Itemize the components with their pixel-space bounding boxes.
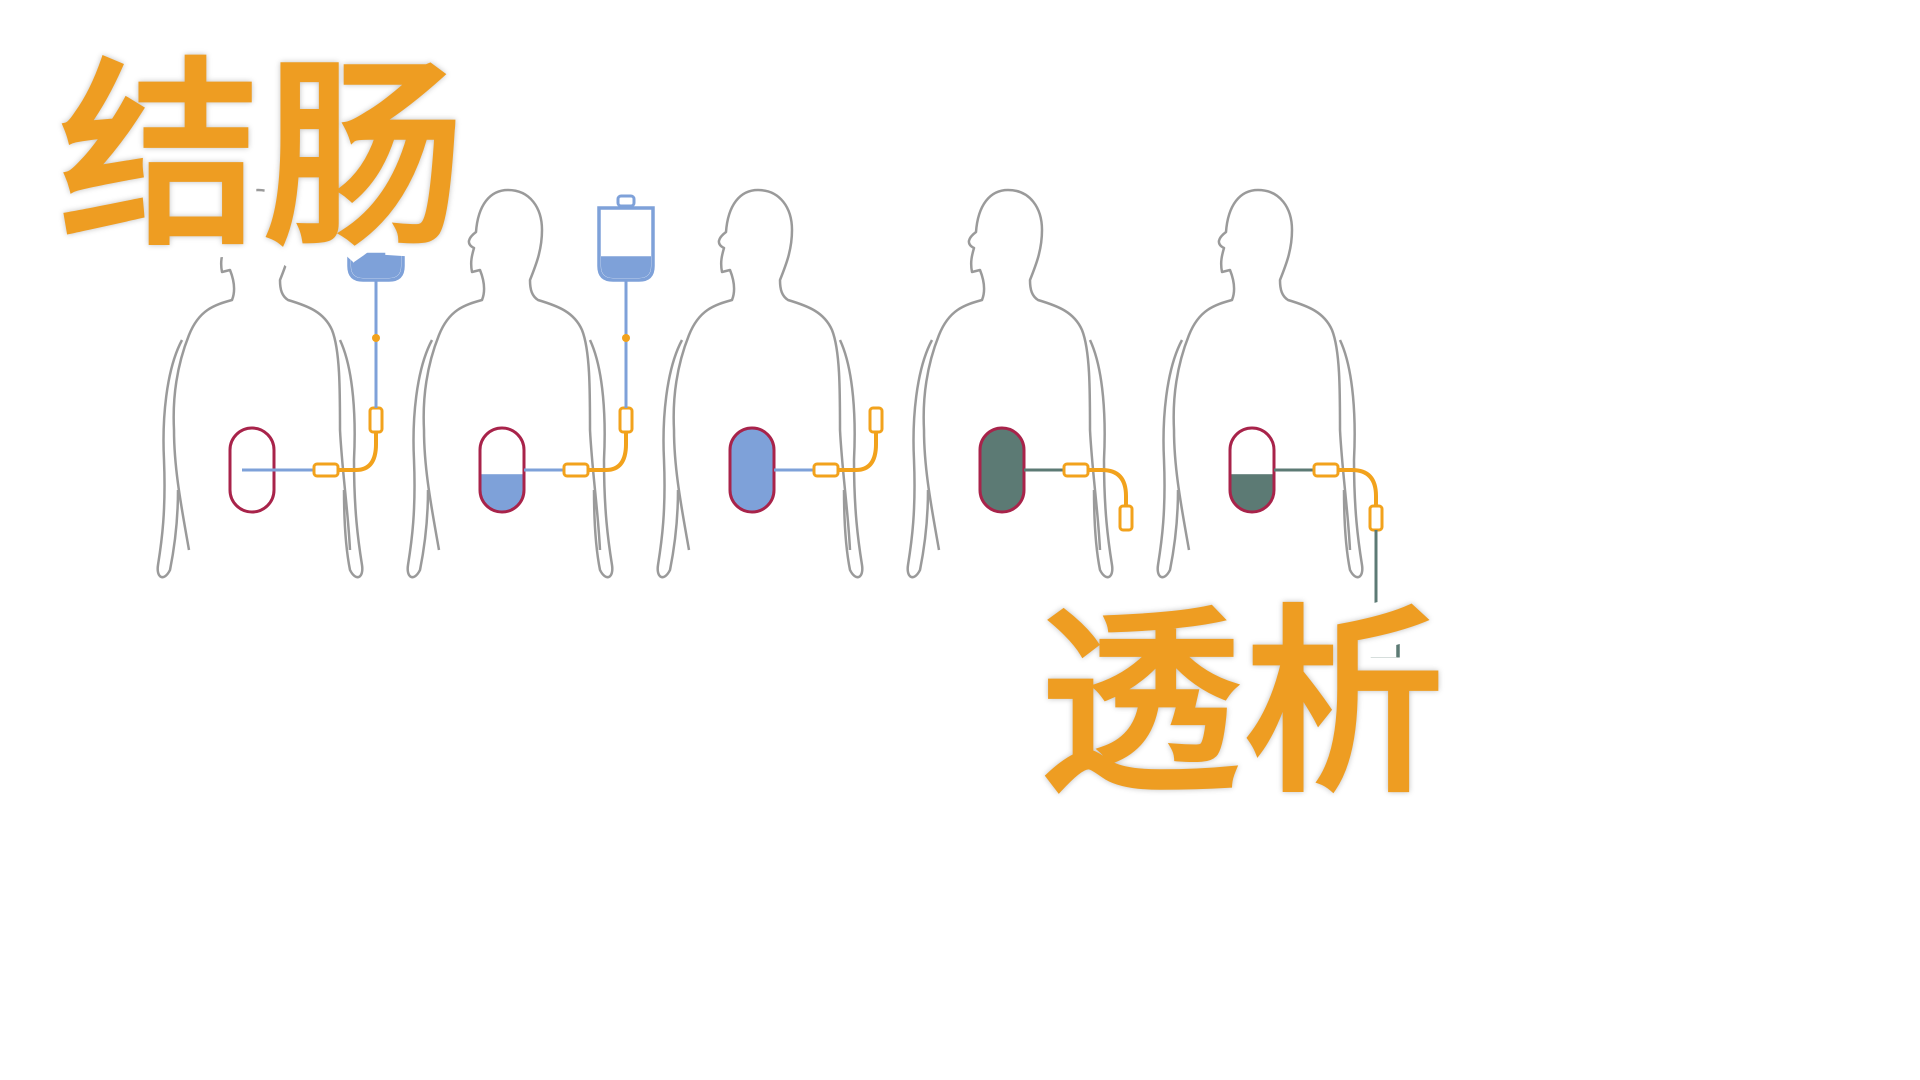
cavity-fluid: [980, 428, 1024, 512]
peritoneal-dialysis-diagram: [156, 188, 1400, 694]
torso-outline: [922, 188, 1102, 551]
title-bottom: 透析: [1027, 588, 1457, 821]
tube-connector: [618, 406, 634, 434]
cavity-fluid: [730, 428, 774, 512]
left-arm-outline: [656, 339, 684, 579]
tube-connector: [1368, 504, 1384, 532]
left-arm-outline: [1156, 339, 1184, 579]
line-clamp: [372, 334, 380, 342]
human-torso-outline: [656, 188, 864, 579]
step-2: [406, 188, 655, 579]
right-arm-outline: [1338, 339, 1364, 579]
left-arm-outline: [906, 339, 934, 579]
catheter-connector: [812, 462, 840, 478]
bag-fluid: [351, 252, 401, 278]
line-clamp: [622, 334, 630, 342]
torso-outline: [422, 188, 602, 551]
bag-hanger: [616, 194, 636, 208]
left-arm-outline: [406, 339, 434, 579]
torso-outline: [1172, 188, 1352, 551]
bag-hanger: [366, 194, 386, 208]
extension-tube: [588, 430, 628, 472]
bag-fluid: [601, 256, 651, 278]
tube-capped-end: [868, 406, 884, 434]
step-4: [906, 188, 1134, 579]
catheter-connector: [312, 462, 340, 478]
left-arm-outline: [156, 339, 184, 579]
iv-bag-icon: [347, 194, 405, 282]
drain-bag-icon: [1352, 616, 1400, 694]
right-arm-outline: [338, 339, 364, 579]
right-arm-outline: [838, 339, 864, 579]
right-arm-outline: [588, 339, 614, 579]
torso-outline: [172, 188, 352, 551]
extension-tube: [1088, 468, 1128, 506]
extension-tube: [1338, 468, 1378, 506]
step-5: [1156, 188, 1400, 694]
right-arm-outline: [1088, 339, 1114, 579]
human-torso-outline: [906, 188, 1114, 579]
tube-capped-end: [1118, 504, 1134, 532]
catheter-connector: [1312, 462, 1340, 478]
human-torso-outline: [1156, 188, 1364, 579]
bag-fluid: [1356, 657, 1396, 690]
iv-bag-icon: [597, 194, 655, 282]
catheter-connector: [562, 462, 590, 478]
diagram-canvas: 结肠 透析: [46, 41, 1458, 821]
bag-hanger: [1366, 616, 1386, 630]
human-torso-outline: [406, 188, 614, 579]
human-torso-outline: [156, 188, 364, 579]
tube-connector: [368, 406, 384, 434]
title-top: 结肠: [47, 41, 477, 274]
extension-tube: [838, 430, 878, 472]
step-3: [656, 188, 884, 579]
step-1: [156, 188, 405, 579]
torso-outline: [672, 188, 852, 551]
extension-tube: [338, 430, 378, 472]
catheter-connector: [1062, 462, 1090, 478]
